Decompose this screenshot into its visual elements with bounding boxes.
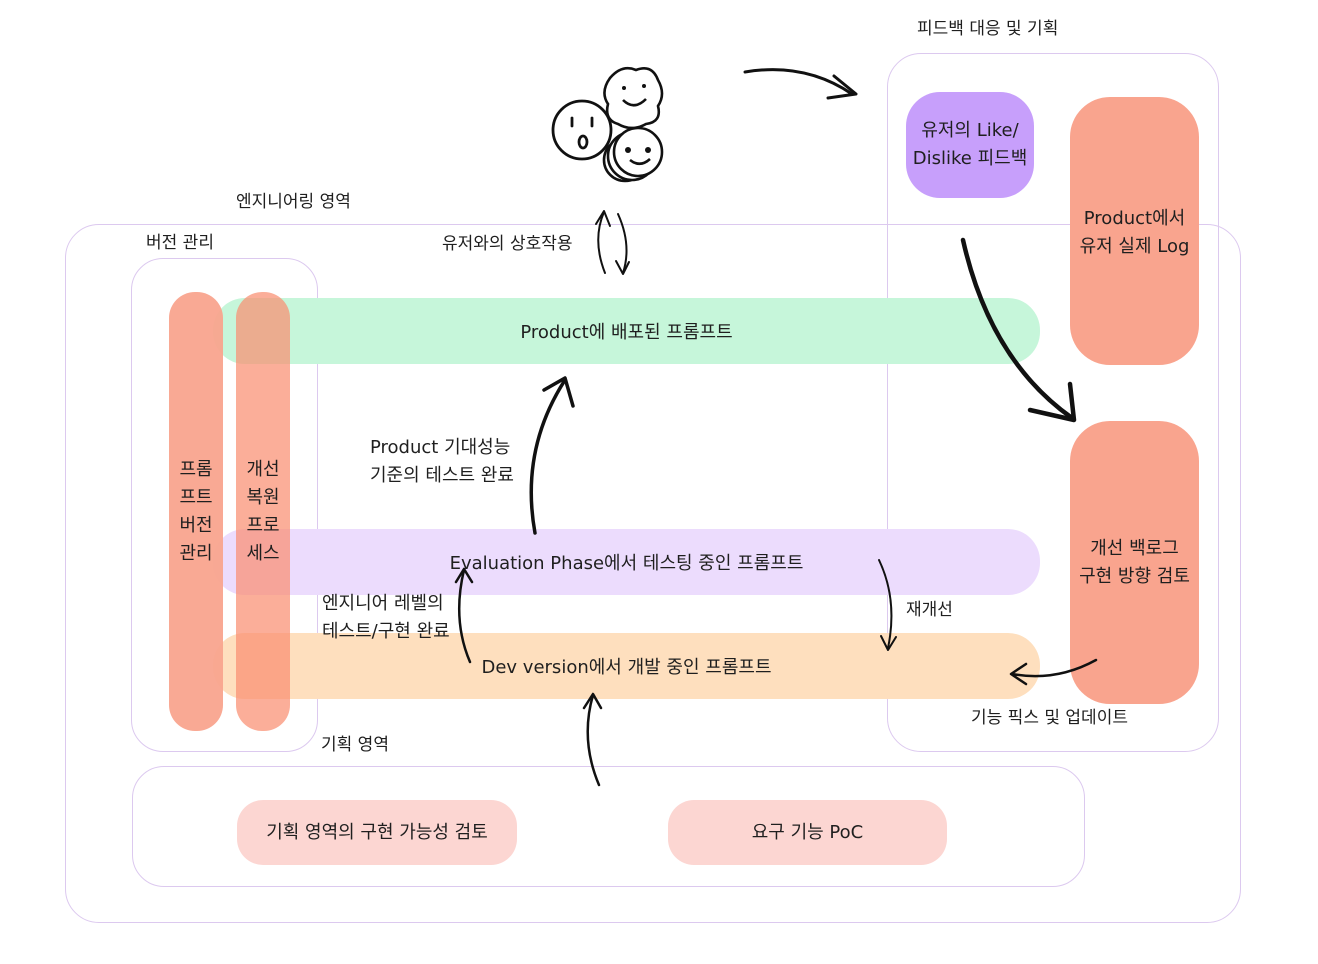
dev-band-label: Dev version에서 개발 중인 프롬프트 bbox=[481, 657, 772, 678]
engineering-region bbox=[65, 224, 1241, 923]
face-smile-icon bbox=[602, 126, 664, 183]
product-log-label: Product에서 유저 실제 Log bbox=[1079, 208, 1190, 257]
reimprove-label: 재개선 bbox=[906, 600, 953, 620]
feature-fix-label: 기능 픽스 및 업데이트 bbox=[971, 708, 1128, 728]
product-test-label: Product 기대성능 기준의 테스트 완료 bbox=[370, 437, 514, 486]
product-band-label: Product에 배포된 프롬프트 bbox=[520, 322, 733, 343]
feasibility-review-label: 기획 영역의 구현 가능성 검토 bbox=[266, 821, 488, 843]
face-happy-icon bbox=[603, 66, 664, 130]
product-log-box: Product에서 유저 실제 Log bbox=[1070, 97, 1199, 365]
improve-restore-column bbox=[236, 292, 290, 731]
backlog-review-box: 개선 백로그 구현 방향 검토 bbox=[1070, 421, 1199, 704]
evaluation-band: Evaluation Phase에서 테스팅 중인 프롬프트 bbox=[213, 529, 1040, 595]
feasibility-review-pill: 기획 영역의 구현 가능성 검토 bbox=[237, 800, 517, 865]
arrow-to-feedback-head bbox=[826, 74, 858, 100]
like-dislike-feedback-box: 유저의 Like/ Dislike 피드백 bbox=[906, 92, 1034, 198]
feedback-region bbox=[887, 53, 1219, 752]
evaluation-band-label: Evaluation Phase에서 테스팅 중인 프롬프트 bbox=[449, 553, 804, 574]
version-management-region bbox=[131, 258, 318, 752]
planning-region bbox=[132, 766, 1085, 887]
engineering-region-label: 엔지니어링 영역 bbox=[236, 192, 351, 212]
arrow-to-feedback bbox=[743, 68, 854, 96]
version-management-label: 버전 관리 bbox=[146, 233, 214, 253]
dev-band: Dev version에서 개발 중인 프롬프트 bbox=[213, 633, 1040, 699]
user-interaction-label: 유저와의 상호작용 bbox=[442, 234, 573, 254]
feedback-region-label: 피드백 대응 및 기획 bbox=[917, 19, 1059, 39]
backlog-review-label: 개선 백로그 구현 방향 검토 bbox=[1079, 537, 1190, 587]
face-surprised-icon bbox=[551, 99, 613, 161]
prompt-version-column-label: 프롬 프트 버전 관리 bbox=[179, 459, 213, 564]
planning-region-label: 기획 영역 bbox=[321, 735, 389, 755]
like-dislike-feedback-label: 유저의 Like/ Dislike 피드백 bbox=[912, 120, 1028, 169]
poc-label: 요구 기능 PoC bbox=[751, 821, 864, 843]
poc-pill: 요구 기능 PoC bbox=[668, 800, 947, 865]
prompt-version-column bbox=[169, 292, 223, 731]
product-band: Product에 배포된 프롬프트 bbox=[213, 298, 1040, 364]
engineer-test-label: 엔지니어 레벨의 테스트/구현 완료 bbox=[322, 593, 450, 642]
improve-restore-column-label: 개선 복원 프로 세스 bbox=[246, 459, 280, 564]
